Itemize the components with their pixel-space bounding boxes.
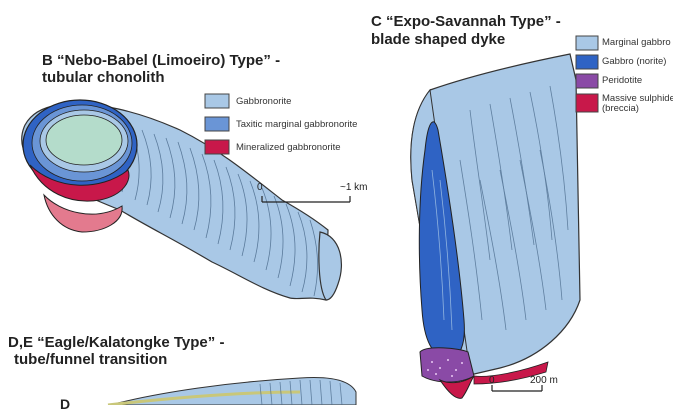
- legend-b-label-gabbronorite: Gabbronorite: [236, 97, 291, 107]
- dyke-body: [411, 54, 580, 398]
- legend-c-label-marginal: Marginal gabbro: [602, 38, 671, 48]
- panel-de-title-line1: D,E “Eagle/Kalatongke Type” -: [8, 334, 224, 351]
- legend-b-label-taxitic: Taxitic marginal gabbronorite: [236, 120, 357, 130]
- legend-c-swatch-sulphide: [576, 94, 598, 112]
- legend-b-swatch-gabbronorite: [205, 94, 229, 108]
- legend-c-label-peridotite: Peridotite: [602, 76, 642, 86]
- scale-c-start: 0: [489, 375, 495, 386]
- scale-c-end: 200 m: [530, 375, 558, 386]
- legend-c-labels: Marginal gabbro Gabbro (norite) Peridoti…: [602, 36, 673, 126]
- panel-c-title-line2: blade shaped dyke: [371, 31, 505, 48]
- legend-b-swatch-taxitic: [205, 117, 229, 131]
- scale-b-end: ~1 km: [340, 182, 368, 193]
- legend-c-swatches: [576, 36, 598, 112]
- legend-c-swatch-gabbro: [576, 55, 598, 69]
- legend-c-label-sulphide-breccia: (breccia): [602, 104, 639, 114]
- panel-c-title-line1: C “Expo-Savannah Type” -: [371, 13, 561, 30]
- panel-b-title-line2: tubular chonolith: [42, 69, 164, 86]
- legend-c-swatch-peridotite: [576, 74, 598, 88]
- legend-c-swatch-marginal: [576, 36, 598, 50]
- legend-b-label-mineralized: Mineralized gabbronorite: [236, 143, 341, 153]
- scale-b-start: 0: [257, 182, 263, 193]
- chonolith-body: [22, 100, 342, 300]
- panel-de-title-line2: tube/funnel transition: [14, 351, 167, 368]
- legend-b-swatch-mineralized: [205, 140, 229, 154]
- panel-b-title-line1: B “Nebo-Babel (Limoeiro) Type” -: [42, 52, 280, 69]
- legend-c-label-gabbro: Gabbro (norite): [602, 57, 666, 67]
- legend-b-swatches: [205, 94, 229, 154]
- tube-funnel-body: [108, 378, 356, 405]
